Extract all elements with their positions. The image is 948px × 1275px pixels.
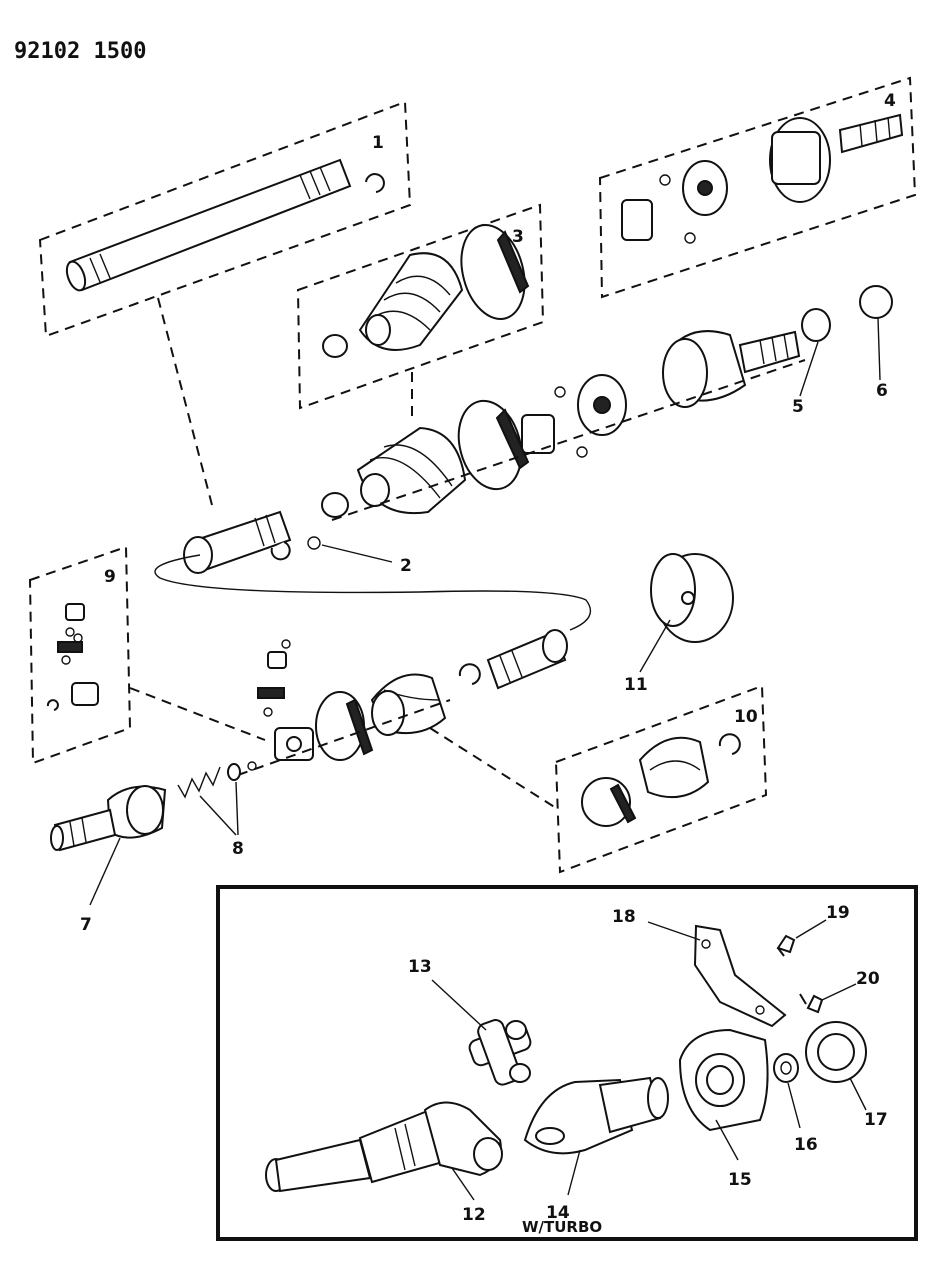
bolt-19 [776, 934, 796, 957]
callout-6: 6 [876, 381, 888, 401]
leader-13 [431, 979, 487, 1031]
shaft-axis-upper [331, 359, 806, 521]
inset-caption: W/TURBO [522, 1218, 602, 1236]
washer-16 [773, 1053, 799, 1083]
leader-group-10 [429, 727, 557, 809]
cage-and-race [521, 374, 627, 458]
leader-6 [877, 317, 881, 381]
leader-5 [799, 341, 819, 397]
callout-2: 2 [400, 556, 412, 576]
spider-kit-9 [46, 603, 99, 711]
cable-link [154, 554, 592, 631]
callout-7: 7 [80, 915, 92, 935]
callout-11: 11 [624, 675, 648, 695]
leader-group-1 [157, 297, 213, 506]
group-box-3 [296, 203, 545, 410]
leader-17 [849, 1077, 867, 1111]
group-box-1 [38, 100, 412, 338]
callout-10: 10 [734, 707, 758, 727]
group-box-4 [598, 76, 917, 299]
tripod-housing-11 [650, 553, 734, 643]
leader-2 [321, 544, 393, 563]
outer-cv-joint-7 [50, 785, 167, 852]
document-number: 92102 1500 [14, 39, 146, 64]
seal-5 [801, 308, 831, 342]
leader-15 [715, 1119, 739, 1161]
universal-joint-13 [468, 1019, 532, 1086]
leader-7 [89, 837, 121, 906]
boot-kit-10 [581, 733, 741, 827]
intermediate-shaft [65, 158, 385, 292]
spider-lower [257, 639, 314, 761]
leader-12 [451, 1167, 475, 1201]
leader-16 [787, 1082, 801, 1129]
yoke-shaft-12 [265, 1101, 503, 1193]
boot-kit-3 [322, 223, 530, 358]
callout-9: 9 [104, 567, 116, 587]
leader-20 [821, 983, 857, 1001]
leader-14 [567, 1149, 581, 1196]
leader-19 [795, 919, 827, 939]
bolt-20 [799, 993, 824, 1014]
boot-main [321, 399, 530, 518]
leader-18 [647, 921, 701, 941]
seal-17 [805, 1021, 867, 1083]
seal-6 [859, 285, 893, 319]
callout-5: 5 [792, 397, 804, 417]
inner-shaft-lower [486, 629, 568, 690]
callout-3: 3 [512, 227, 524, 247]
callout-16: 16 [794, 1135, 818, 1155]
center-bearing-15 [678, 1028, 769, 1132]
group-box-9 [28, 545, 132, 765]
leader-group-9 [129, 687, 266, 741]
leader-8a [199, 795, 237, 836]
callout-12: 12 [462, 1205, 486, 1225]
bracket-18 [693, 924, 787, 1028]
shaft-axis-lower [237, 699, 451, 776]
slip-yoke-14 [523, 1076, 669, 1155]
callout-19: 19 [826, 903, 850, 923]
spring-and-cap-8 [177, 761, 257, 799]
group-box-10 [554, 684, 768, 874]
inner-stub-shaft [183, 510, 321, 574]
leader-8b [235, 781, 239, 836]
outer-cv-joint-4 [621, 113, 904, 244]
callout-4: 4 [884, 91, 896, 111]
inner-boot-lower [315, 663, 481, 761]
callout-8: 8 [232, 839, 244, 859]
callout-18: 18 [612, 907, 636, 927]
leader-11 [639, 619, 671, 673]
callout-20: 20 [856, 969, 880, 989]
callout-13: 13 [408, 957, 432, 977]
callout-15: 15 [728, 1170, 752, 1190]
callout-14: 14 [546, 1203, 570, 1223]
turbo-inset-frame [216, 885, 918, 1241]
callout-1: 1 [372, 133, 384, 153]
callout-17: 17 [864, 1110, 888, 1130]
outer-cv-joint-main [662, 330, 801, 408]
